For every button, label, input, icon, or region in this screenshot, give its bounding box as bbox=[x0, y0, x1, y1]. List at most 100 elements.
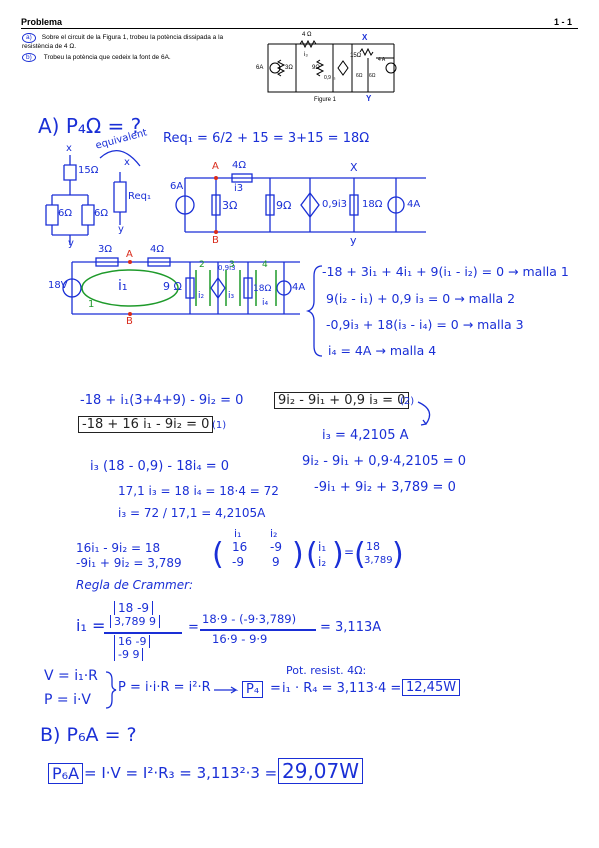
eq-req: Req₁ bbox=[128, 191, 152, 202]
pot-lhs: P₄ bbox=[242, 681, 264, 698]
c2-i3: i3 bbox=[234, 183, 244, 194]
sys-2: -9i₁ + 9i₂ = 3,789 bbox=[76, 556, 182, 570]
eq-b1-tag: (2) bbox=[400, 396, 415, 407]
c2-src4: 4A bbox=[407, 199, 421, 210]
matrix-paren-br: ) bbox=[392, 537, 404, 572]
cramer-den-bot: -9 9 bbox=[114, 648, 144, 661]
eq-x2: x bbox=[124, 157, 130, 168]
cramer-lhs: i₁ = bbox=[76, 616, 106, 635]
dependent-source-symbol bbox=[337, 60, 349, 76]
tag-b: b) bbox=[22, 53, 36, 62]
source-4a-symbol bbox=[385, 62, 397, 74]
c3-i3: i₃ bbox=[228, 291, 235, 301]
matrix-v1: i₁ bbox=[318, 540, 327, 554]
c3-r9: 9 Ω bbox=[163, 280, 182, 293]
c3-A: A bbox=[126, 249, 133, 260]
eq-d2: -9i₁ + 9i₂ + 3,789 = 0 bbox=[314, 480, 456, 495]
matrix-paren-vr: ) bbox=[332, 537, 344, 572]
cramer-eval-bar bbox=[200, 629, 316, 631]
cramer-num-top: 18 -9 bbox=[114, 601, 154, 615]
statement-b: b) Trobeu la potència que cedeix la font … bbox=[22, 53, 171, 62]
source-6a-symbol bbox=[269, 62, 281, 74]
matrix-v2: i₂ bbox=[318, 555, 327, 569]
c3-i4: i₄ bbox=[262, 298, 269, 308]
c2-X: X bbox=[350, 161, 358, 174]
c3-i2: i₂ bbox=[198, 291, 205, 301]
fig-r6b: 6Ω bbox=[369, 73, 376, 79]
eq-r6b: 6Ω bbox=[94, 208, 109, 219]
matrix-system: i₁ i₂ ( 16 -9 -9 9 ) ( i₁ i₂ ) = ( 18 3,… bbox=[212, 527, 412, 577]
c3-B: B bbox=[126, 316, 133, 327]
mesh-eq-1: -18 + 3i₁ + 4i₁ + 9(i₁ - i₂) = 0 → malla… bbox=[322, 264, 569, 279]
c3-src4: 4A bbox=[292, 282, 306, 293]
c2-src6: 6A bbox=[170, 181, 184, 192]
eq-x1: x bbox=[66, 143, 72, 154]
cramer-den-top: 16 -9 bbox=[114, 635, 151, 648]
pot-title: Pot. resist. 4Ω: bbox=[286, 664, 367, 677]
eq-c1: i₃ (18 - 0,9) - 18i₄ = 0 bbox=[90, 459, 230, 474]
c3-i1: i₁ bbox=[118, 278, 128, 294]
eq-r6a: 6Ω bbox=[58, 208, 73, 219]
part-b-result: 29,07W bbox=[278, 758, 364, 784]
eq-a2-tag: (1) bbox=[212, 420, 227, 431]
fig-r6a: 6Ω bbox=[356, 73, 363, 79]
fig-i3: i₃ bbox=[304, 52, 308, 58]
problem-title: Problema bbox=[21, 17, 63, 27]
cramer-title: Regla de Crammer: bbox=[76, 578, 194, 592]
cramer-eval-num: 18·9 - (-9·3,789) bbox=[202, 612, 297, 626]
c3-m4: 4 bbox=[262, 260, 268, 270]
matrix-eq: = bbox=[344, 545, 355, 559]
matrix-paren-vl: ( bbox=[306, 537, 318, 572]
c2-A: A bbox=[212, 161, 219, 172]
c3-m3: 3 bbox=[229, 260, 235, 270]
pot-result: 12,45W bbox=[402, 679, 461, 696]
fig-r9: 9Ω bbox=[312, 65, 320, 71]
c3-src4-symbol bbox=[276, 280, 292, 296]
eq-c3: i₃ = 72 / 17,1 = 4,2105A bbox=[118, 506, 266, 520]
mesh-eq-2: 9(i₂ - i₁) + 0,9 i₃ = 0 → malla 2 bbox=[326, 291, 516, 306]
header-rule bbox=[21, 28, 578, 29]
c2-src6-symbol bbox=[175, 195, 195, 215]
eq-d1: 9i₂ - 9i₁ + 0,9·4,2105 = 0 bbox=[302, 454, 467, 469]
c3-dep-symbol bbox=[210, 276, 226, 300]
eq-b1: 9i₂ - 9i₁ + 0,9 i₃ = 0 bbox=[274, 392, 410, 409]
c2-r3: 3Ω bbox=[222, 199, 238, 212]
matrix-b1: 18 bbox=[366, 540, 380, 553]
c2-src4-symbol bbox=[387, 196, 405, 214]
i3-result: i₃ = 4,2105 A bbox=[322, 428, 409, 443]
part-b-eq: = I·V = I²·R₃ = 3,113²·3 = bbox=[84, 764, 278, 782]
c3-r3: 3Ω bbox=[98, 244, 113, 255]
pot-eq: i₁ · R₄ = 3,113·4 = bbox=[282, 681, 402, 696]
matrix-paren-l: ( bbox=[212, 537, 224, 572]
eq-a1: -18 + i₁(3+4+9) - 9i₂ = 0 bbox=[80, 393, 244, 408]
part-b-title: B) P₆A = ? bbox=[40, 724, 137, 746]
eq-r15: 15Ω bbox=[78, 165, 99, 176]
c3-r4: 4Ω bbox=[150, 244, 165, 255]
sys-1: 16i₁ - 9i₂ = 18 bbox=[76, 541, 161, 555]
fig-src4: 4 A bbox=[378, 57, 386, 63]
c2-r4: 4Ω bbox=[232, 160, 247, 171]
pow-1: V = i₁·R bbox=[44, 668, 98, 684]
matrix-a11: 16 bbox=[232, 540, 248, 554]
c2-dep: 0,9i3 bbox=[322, 199, 348, 210]
cramer-eq: = bbox=[188, 620, 199, 635]
matrix-a12: -9 bbox=[270, 540, 282, 554]
eq-y1: y bbox=[68, 238, 74, 249]
eq-c2: 17,1 i₃ = 18 i₄ = 18·4 = 72 bbox=[118, 484, 279, 498]
c3-m1: 1 bbox=[88, 299, 95, 310]
c2-B: B bbox=[212, 235, 219, 246]
fig-src6: 6A bbox=[256, 65, 264, 71]
statement-a: a)Sobre el circuit de la Figura 1, trobe… bbox=[22, 33, 247, 51]
c2-r18: 18Ω bbox=[362, 199, 383, 210]
part-a-title: A) P₄Ω = ? bbox=[38, 114, 142, 138]
mesh-eq-3: -0,9i₃ + 18(i₃ - i₄) = 0 → malla 3 bbox=[326, 317, 524, 332]
statement-b-text: Trobeu la potència que cedeix la font de… bbox=[43, 54, 171, 61]
part-b-lhs: P₆A bbox=[48, 763, 84, 784]
matrix-paren-r: ) bbox=[292, 537, 304, 572]
page-number: 1 - 1 bbox=[554, 17, 573, 27]
mesh-eq-4: i₄ = 4A → malla 4 bbox=[328, 343, 437, 358]
figure-caption: Figure 1 bbox=[314, 97, 337, 103]
statement-a-text: Sobre el circuit de la Figura 1, trobeu … bbox=[22, 34, 224, 50]
matrix-h1: i₁ bbox=[234, 527, 242, 540]
eq-a2: -18 + 16 i₁ - 9i₂ = 0 bbox=[78, 416, 214, 433]
